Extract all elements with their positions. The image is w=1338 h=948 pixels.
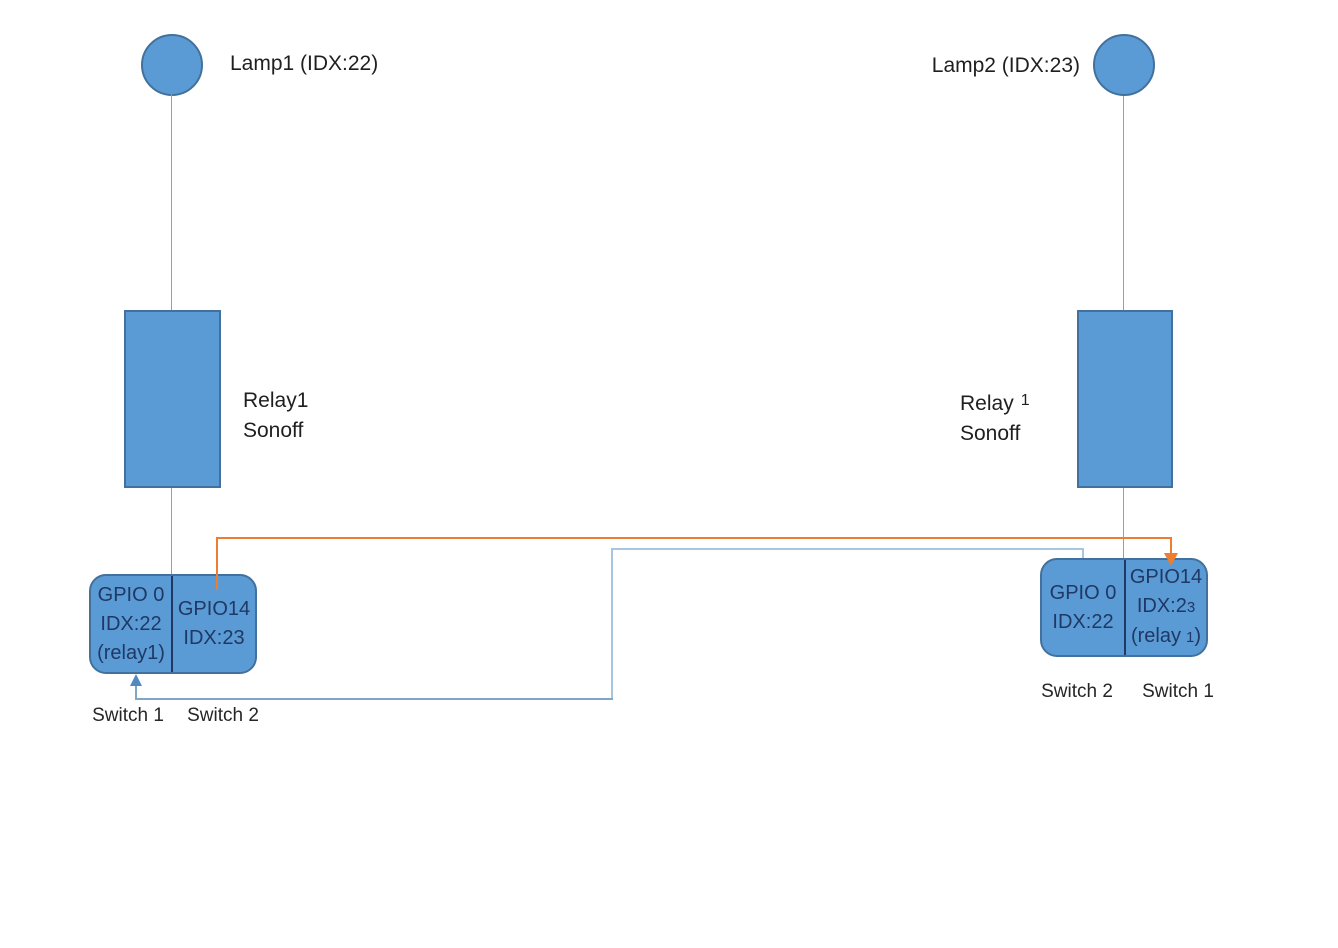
gpio-relay-digit: 1 bbox=[1186, 629, 1195, 646]
arrowhead-down-icon bbox=[1164, 553, 1178, 566]
gpio-idx-label: IDX:22 bbox=[1052, 610, 1114, 633]
gpio-idx-label: IDX:23 bbox=[1137, 592, 1195, 622]
relay1-label: Relay1 Sonoff bbox=[243, 386, 308, 446]
relay2-subtitle: Sonoff bbox=[960, 422, 1021, 445]
gpio-module-right: GPIO 0 IDX:22 GPIO14 IDX:23 (relay 1) bbox=[1040, 558, 1208, 657]
wire-blue-vertical-middle bbox=[611, 548, 613, 700]
relay1-shape bbox=[124, 310, 221, 488]
relay2-name-sup: 1 bbox=[1020, 392, 1030, 409]
gpio-relay-label: (relay1) bbox=[97, 641, 165, 664]
wire-orange-vertical-right bbox=[1170, 537, 1172, 554]
gpio-relay-label: (relay 1) bbox=[1131, 622, 1201, 652]
gpio-idx-main: IDX:2 bbox=[1136, 595, 1187, 617]
relay2-name: Relay bbox=[960, 392, 1014, 415]
wire-relay1-to-gpio bbox=[171, 488, 172, 574]
wire-blue-vertical-right bbox=[1082, 548, 1084, 558]
lamp1-label: Lamp1 (IDX:22) bbox=[230, 52, 379, 75]
gpio0-cell-right: GPIO 0 IDX:22 bbox=[1042, 560, 1126, 655]
wire-blue-vertical-left bbox=[135, 686, 137, 698]
gpio-relay-open: (relay bbox=[1130, 625, 1181, 647]
relay2-name-line: Relay 1 bbox=[960, 386, 1030, 419]
lamp2-shape bbox=[1093, 34, 1155, 96]
wire-lamp1-to-relay1 bbox=[171, 94, 172, 310]
wire-relay2-to-gpio bbox=[1123, 488, 1124, 558]
gpio-pin-label: GPIO14 bbox=[177, 598, 251, 620]
gpio14-cell-left: GPIO14 IDX:23 bbox=[173, 576, 255, 672]
gpio-module-left: GPIO 0 IDX:22 (relay1) GPIO14 IDX:23 bbox=[89, 574, 257, 674]
gpio-pin-label: GPIO 0 bbox=[1049, 581, 1117, 604]
gpio14-cell-right: GPIO14 IDX:23 (relay 1) bbox=[1126, 560, 1206, 655]
gpio-pin-label: GPIO14 bbox=[1129, 566, 1203, 588]
switch1-label-left: Switch 1 bbox=[92, 705, 164, 726]
wire-blue-horizontal-bottom bbox=[135, 698, 613, 700]
relay1-name: Relay1 bbox=[243, 389, 309, 412]
lamp1-shape bbox=[141, 34, 203, 96]
gpio-relay-close: ) bbox=[1194, 625, 1202, 647]
arrowhead-up-icon bbox=[130, 674, 142, 686]
relay2-shape bbox=[1077, 310, 1173, 488]
relay1-subtitle: Sonoff bbox=[243, 419, 304, 442]
gpio-pin-label: GPIO 0 bbox=[97, 583, 165, 606]
switch1-label-right: Switch 1 bbox=[1142, 681, 1214, 702]
wire-blue-horizontal-top bbox=[611, 548, 1084, 550]
gpio-idx-label: IDX:22 bbox=[100, 612, 162, 635]
gpio0-cell-left: GPIO 0 IDX:22 (relay1) bbox=[91, 576, 173, 672]
wire-orange-horizontal bbox=[216, 537, 1172, 539]
wire-lamp2-to-relay2 bbox=[1123, 96, 1124, 310]
switch2-label-right: Switch 2 bbox=[1041, 681, 1113, 702]
gpio-idx-small: 3 bbox=[1186, 599, 1196, 616]
gpio-idx-label: IDX:23 bbox=[183, 627, 245, 649]
relay2-label: Relay 1 Sonoff bbox=[960, 386, 1030, 449]
wire-orange-vertical-left bbox=[216, 537, 218, 590]
lamp2-label: Lamp2 (IDX:23) bbox=[931, 54, 1080, 77]
switch2-label-left: Switch 2 bbox=[187, 705, 259, 726]
